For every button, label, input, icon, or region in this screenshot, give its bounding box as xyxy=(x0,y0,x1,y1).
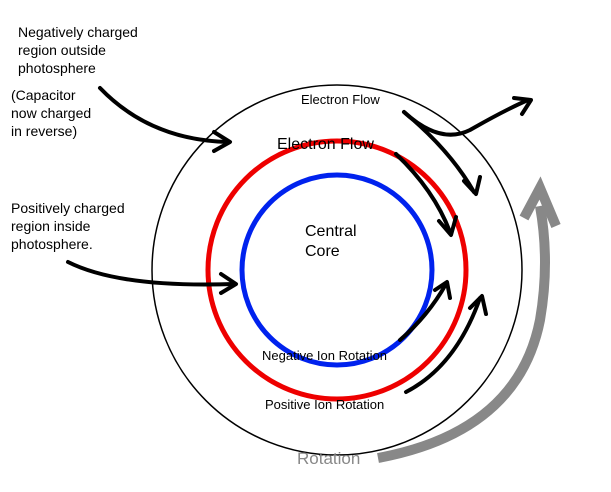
central-core-line-1: Central xyxy=(305,223,357,240)
rotation-arrow xyxy=(377,205,550,463)
negative-region-line-3: photosphere xyxy=(18,60,96,76)
rotation-label: Rotation xyxy=(297,449,361,468)
positive-region-line-2: region inside xyxy=(11,218,91,234)
electron-flow-outer-arrowhead-2 xyxy=(512,96,533,116)
negative-ion-rotation-arrow xyxy=(398,282,448,342)
capacitor-note-line-2: now charged xyxy=(11,105,92,121)
central-core-line-2: Core xyxy=(305,243,340,260)
electron-flow-inner-arrowhead xyxy=(437,215,458,237)
negative-region-arrowhead xyxy=(212,130,232,153)
electron-flow-outer-arrow-2 xyxy=(402,98,530,137)
capacitor-note-line-1: (Capacitor xyxy=(11,87,76,103)
electron-flow-outer-arrowhead-1 xyxy=(462,175,482,196)
negative-region-line-2: region outside xyxy=(18,42,106,58)
rotation-arrowhead xyxy=(519,176,561,228)
outer-photosphere-ring xyxy=(151,84,523,456)
electron-flow-inner-label: Electron Flow xyxy=(277,136,374,153)
negative-region-arrow xyxy=(98,86,230,144)
positive-region-line-3: photosphere. xyxy=(11,236,93,252)
positive-region-line-1: Positively charged xyxy=(11,200,125,216)
red-ring xyxy=(205,138,469,402)
negative-region-line-1: Negatively charged xyxy=(18,24,138,40)
positive-region-arrowhead xyxy=(219,272,238,295)
positive-ion-rotation-arrow xyxy=(404,296,482,394)
electron-flow-outer-label: Electron Flow xyxy=(301,92,380,107)
capacitor-note: (Capacitor now charged in reverse) xyxy=(11,86,91,140)
negative-ion-rotation-arrowhead xyxy=(433,280,452,300)
blue-core-ring xyxy=(239,172,435,368)
positive-region-label: Positively charged region inside photosp… xyxy=(11,199,125,253)
negative-ion-rotation-label: Negative Ion Rotation xyxy=(262,348,388,363)
positive-ion-rotation-arrowhead xyxy=(468,294,488,316)
capacitor-note-line-3: in reverse) xyxy=(11,123,78,139)
central-core-label: Central Core xyxy=(305,222,357,262)
electron-flow-inner-arrow xyxy=(394,152,452,234)
negative-region-label: Negatively charged region outside photos… xyxy=(18,23,138,77)
positive-ion-rotation-label: Positive Ion Rotation xyxy=(265,397,385,412)
positive-region-arrow xyxy=(66,260,236,287)
